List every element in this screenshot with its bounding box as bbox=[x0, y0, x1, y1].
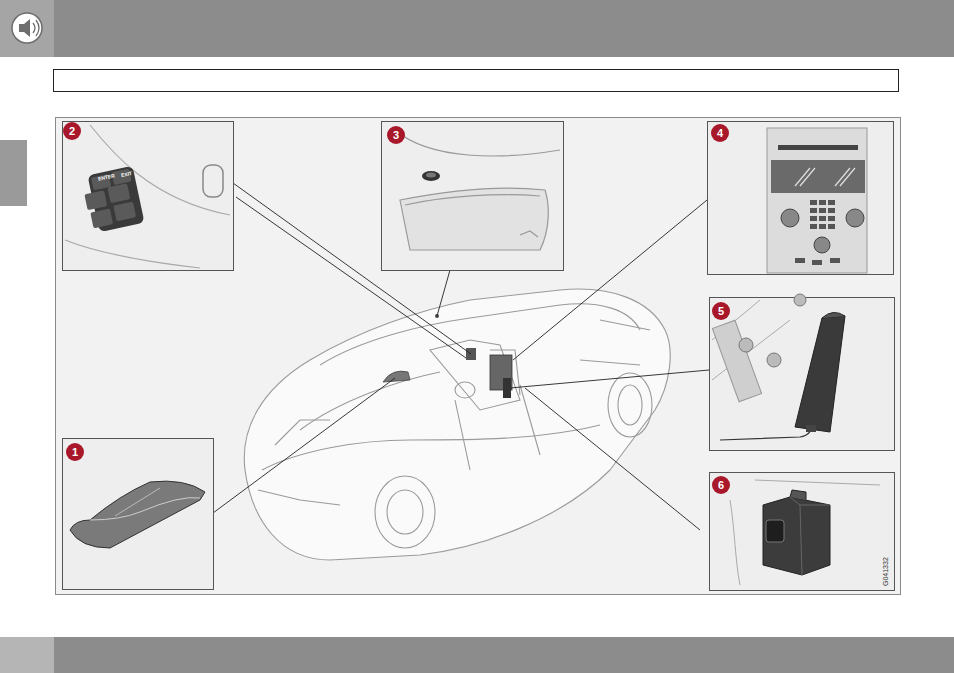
callout-number: 3 bbox=[387, 126, 405, 144]
inset-frame bbox=[63, 122, 234, 271]
side-tab bbox=[0, 140, 27, 206]
figure-code: G041332 bbox=[882, 557, 889, 586]
inset-frame bbox=[63, 439, 214, 590]
phone-holder bbox=[712, 294, 845, 440]
callout-number: 4 bbox=[711, 124, 729, 142]
roof-antenna bbox=[383, 371, 410, 382]
audio-icon bbox=[12, 13, 42, 43]
steering-buttons bbox=[65, 125, 230, 268]
header-tab bbox=[0, 0, 54, 57]
phone-holder bbox=[503, 378, 511, 398]
callout-number: 6 bbox=[712, 476, 730, 494]
leader-lines bbox=[213, 183, 709, 530]
radio-panel bbox=[767, 128, 867, 273]
inset-frame bbox=[708, 122, 894, 275]
speaker-symbol bbox=[19, 19, 30, 37]
microphone bbox=[426, 173, 436, 178]
footer-bar bbox=[0, 637, 954, 673]
microphone bbox=[422, 171, 440, 181]
inset-frame bbox=[382, 122, 564, 271]
figure-frame bbox=[56, 118, 901, 595]
header-bar bbox=[0, 0, 954, 57]
car-outline bbox=[244, 289, 670, 560]
inset-frame bbox=[710, 473, 895, 591]
sound-waves bbox=[33, 20, 39, 36]
callout-number: 1 bbox=[66, 443, 84, 461]
callout-number: 2 bbox=[63, 122, 81, 140]
control-module bbox=[730, 480, 880, 585]
heading-box bbox=[54, 70, 899, 92]
roof-antenna bbox=[70, 481, 205, 548]
footer-tab bbox=[0, 637, 54, 673]
inset-frame bbox=[710, 298, 895, 451]
sun-visor bbox=[395, 130, 560, 250]
callout-number: 5 bbox=[712, 302, 730, 320]
